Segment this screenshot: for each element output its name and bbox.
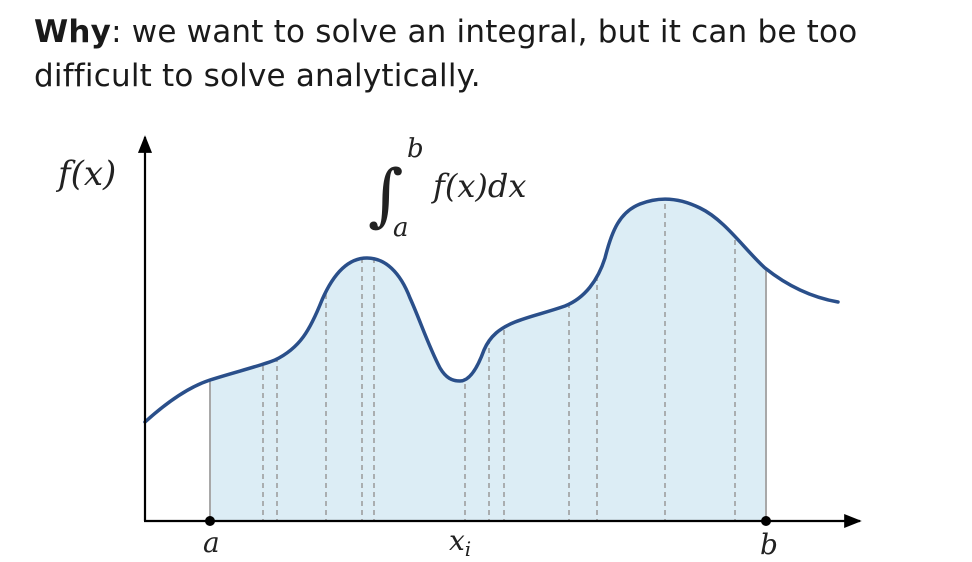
intro-rest: : we want to solve an integral, but it c… — [34, 14, 858, 94]
x-label-xi-main: x — [449, 524, 465, 557]
function-curve — [143, 197, 840, 424]
integral-area — [210, 199, 766, 520]
x-label-xi-sub: i — [465, 537, 471, 561]
point-b — [761, 516, 771, 526]
x-label-xi: xi — [449, 524, 471, 561]
integral-sign: ∫ — [368, 156, 403, 235]
intro-text: Why: we want to solve an integral, but i… — [34, 10, 954, 98]
point-a — [205, 516, 215, 526]
integral-lower-limit: a — [393, 213, 409, 243]
x-label-b: b — [760, 528, 778, 561]
x-label-a: a — [203, 526, 220, 559]
intro-lead: Why — [34, 14, 112, 50]
integral-upper-limit: b — [407, 134, 424, 164]
integrand: f(x)dx — [431, 167, 526, 205]
y-axis-label: f(x) — [55, 154, 116, 194]
